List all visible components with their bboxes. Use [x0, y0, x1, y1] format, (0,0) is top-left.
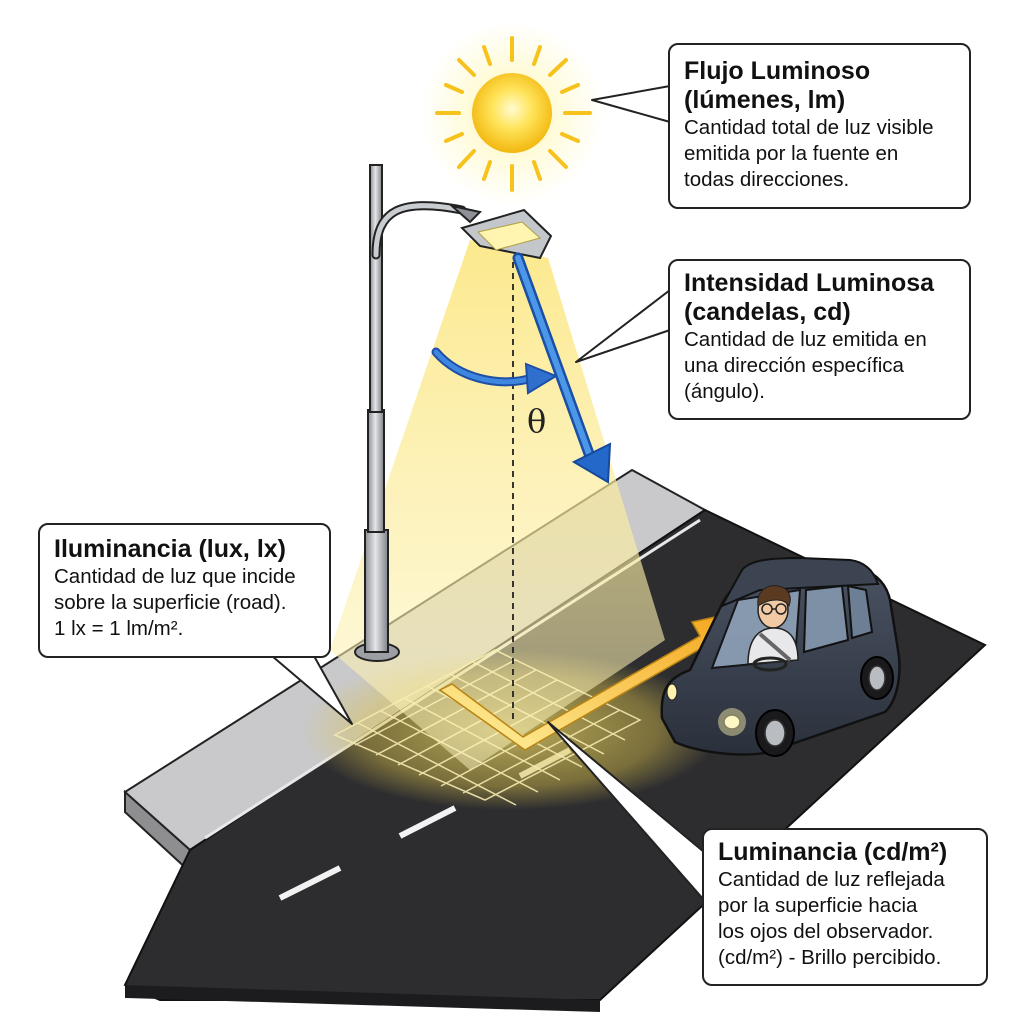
callout-luminancia: Luminancia (cd/m²) Cantidad de luz refle…	[702, 828, 988, 986]
callout-line: Cantidad total de luz visible	[684, 116, 934, 139]
callout-title: Iluminancia (lux, lx)	[54, 535, 286, 563]
callout-title-units: (candelas, cd)	[684, 298, 851, 326]
callout-title: Flujo Luminoso	[684, 57, 871, 85]
callout-title: Intensidad Luminosa	[684, 269, 935, 297]
road-edge	[125, 985, 600, 1012]
callout-line: todas direcciones.	[684, 168, 850, 191]
angle-arrow	[431, 347, 559, 395]
pointer-intensidad	[575, 289, 671, 363]
callout-line: (ángulo).	[684, 380, 765, 403]
driver-icon	[747, 585, 799, 672]
callout-flujo-luminoso: Flujo Luminoso (lúmenes, lm) Cantidad to…	[668, 43, 971, 209]
callout-title: Luminancia (cd/m²)	[718, 838, 948, 866]
callout-intensidad-luminosa: Intensidad Luminosa (candelas, cd) Canti…	[668, 259, 971, 420]
callout-line: 1 lx = 1 lm/m².	[54, 617, 184, 640]
callout-line: los ojos del observador.	[718, 920, 934, 943]
callout-pointers	[271, 85, 705, 901]
callout-line: por la superficie hacia	[718, 894, 918, 917]
car-icon	[660, 556, 901, 757]
callout-line: una dirección específica	[684, 354, 904, 377]
callout-line: emitida por la fuente en	[684, 142, 899, 165]
callout-line: Cantidad de luz que incide	[54, 565, 296, 588]
light-beam	[330, 240, 665, 770]
intensity-arrow	[512, 252, 612, 484]
callout-line: Cantidad de luz emitida en	[684, 328, 927, 351]
callout-line: sobre la superficie (road).	[54, 591, 287, 614]
sun-icon	[420, 21, 604, 205]
street-lamp-icon	[354, 164, 553, 662]
callout-title-units: (lúmenes, lm)	[684, 86, 846, 114]
angle-theta-label: θ	[527, 402, 547, 440]
callout-iluminancia: Iluminancia (lux, lx) Cantidad de luz qu…	[38, 523, 331, 658]
callout-line: (cd/m²) - Brillo percibido.	[718, 946, 942, 969]
callout-line: Cantidad de luz reflejada	[718, 868, 945, 891]
